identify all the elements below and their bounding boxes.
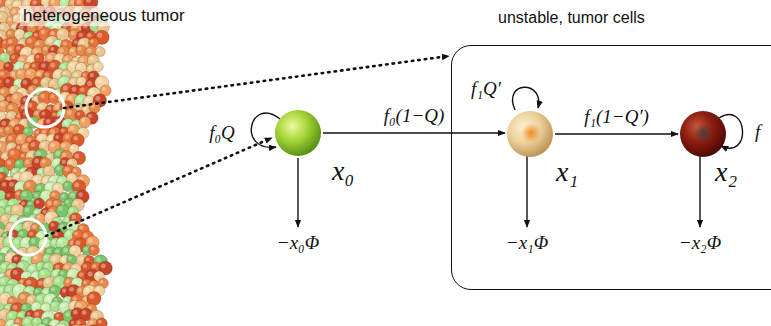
transition-arrow <box>555 133 678 134</box>
sphere-shape <box>679 110 727 158</box>
edge-label: f₀(1−Q) <box>384 105 445 127</box>
math-label: f <box>755 121 760 143</box>
node-label: heterogeneous tumor <box>20 6 188 26</box>
death-arrow <box>297 158 298 227</box>
math-label: −x₁Φ <box>506 232 548 254</box>
dotted-arrow <box>46 138 272 236</box>
dotted-arrow <box>64 56 449 108</box>
edge-label: f₁(1−Q′) <box>584 106 649 128</box>
cell-sphere: x₂ <box>679 110 727 158</box>
highlight-circle <box>10 219 46 255</box>
tumor-region: heterogeneous tumor <box>0 0 215 326</box>
math-label: f₀Q <box>209 122 235 144</box>
tumor-illustration <box>0 0 112 326</box>
death-arrow <box>526 156 527 227</box>
sphere-shape <box>506 110 554 158</box>
math-label: −x₀Φ <box>277 232 319 254</box>
cell-sphere: x₁ <box>506 110 554 158</box>
math-label: −x₂Φ <box>679 232 721 254</box>
node-label: unstable, tumor cells <box>498 9 645 27</box>
highlight-circle <box>26 89 64 127</box>
death-arrow <box>699 156 700 227</box>
math-label: f₁Q′ <box>471 78 501 100</box>
sphere-shape <box>274 109 322 157</box>
node-label: x₁ <box>556 156 578 188</box>
node-label: x₀ <box>332 155 354 187</box>
self-loop <box>513 87 539 110</box>
cell-sphere: x₀ <box>274 109 322 157</box>
transition-arrow <box>323 132 505 133</box>
node-label: x₂ <box>715 156 737 188</box>
